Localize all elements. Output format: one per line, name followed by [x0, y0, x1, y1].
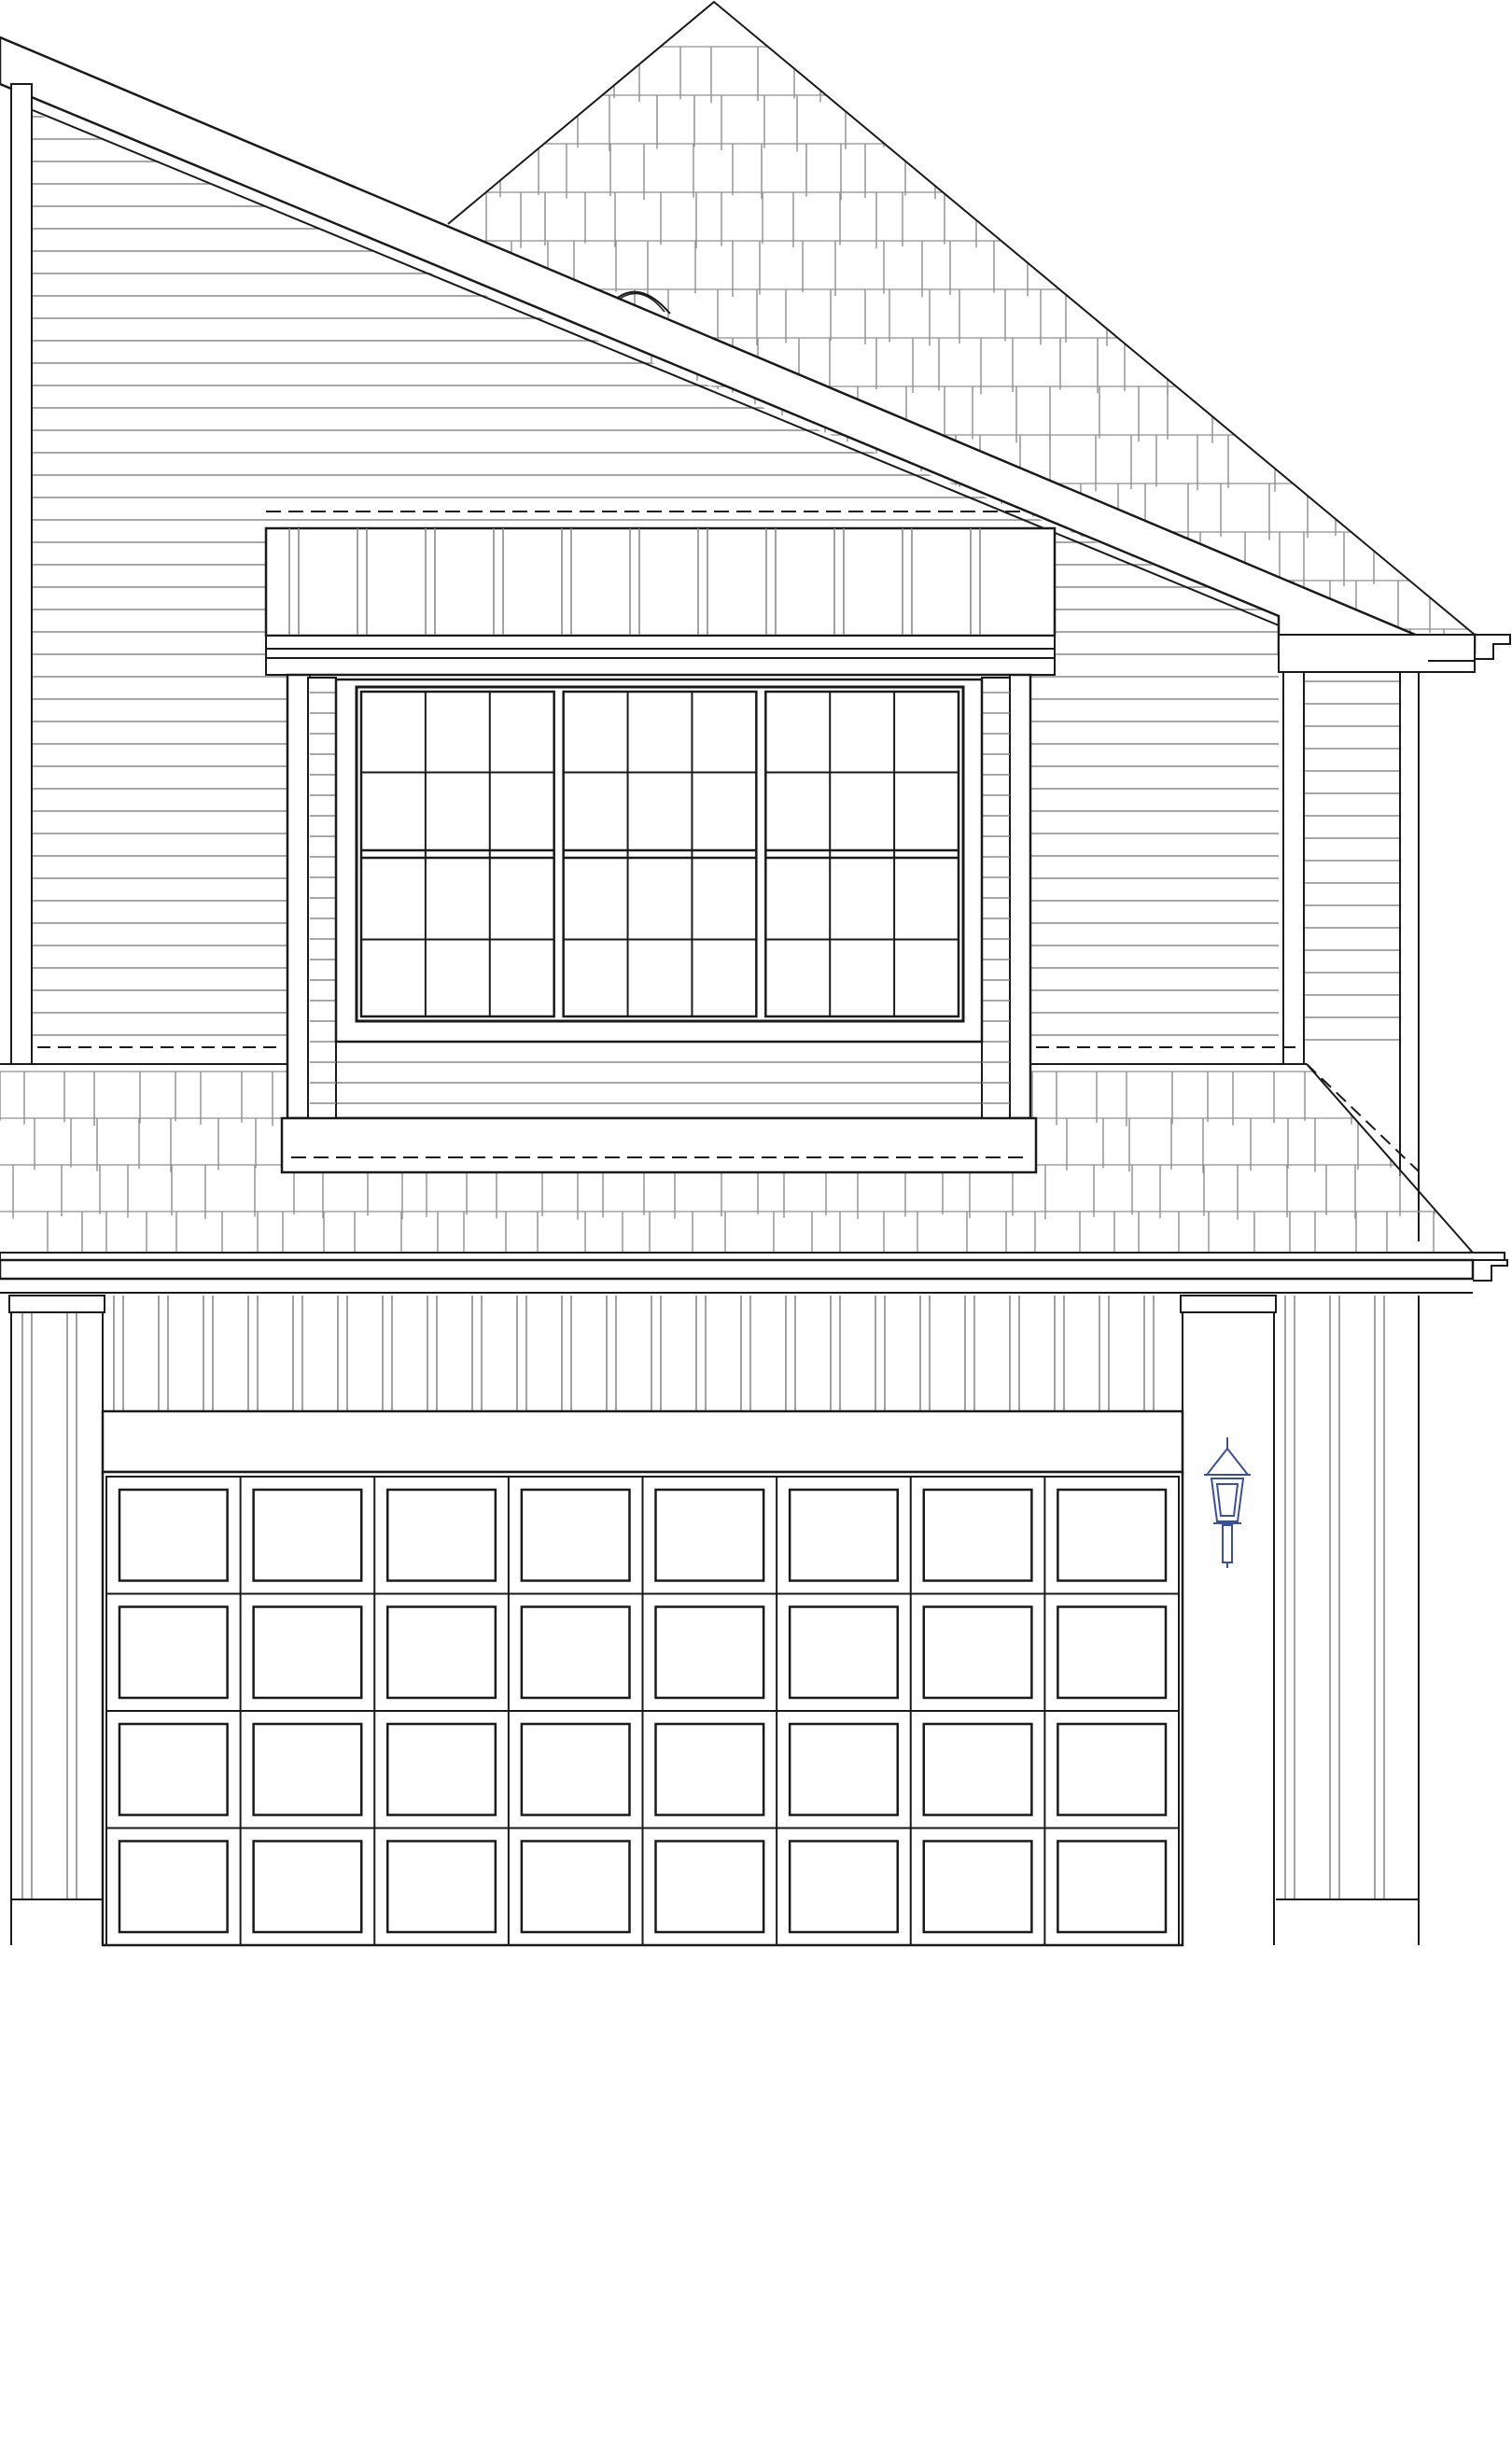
door-panel	[118, 1488, 229, 1582]
door-panel	[252, 1722, 363, 1816]
door-panel	[252, 1488, 363, 1582]
door-panel	[1057, 1722, 1168, 1816]
lantern-glass-inner	[1215, 1483, 1239, 1517]
door-panel	[922, 1488, 1033, 1582]
lantern-glass	[1210, 1478, 1245, 1522]
window-sash	[562, 690, 758, 1018]
door-panel	[252, 1605, 363, 1700]
door-panel	[520, 1488, 631, 1582]
garage-door	[101, 1409, 1184, 1947]
main-roof-fascia	[0, 35, 1511, 673]
door-panel	[922, 1722, 1033, 1816]
door-panel	[788, 1722, 899, 1816]
door-panel	[386, 1488, 497, 1582]
lower-fascia	[0, 1252, 1508, 1294]
door-panel	[520, 1840, 631, 1934]
dormer-sill	[280, 1116, 1038, 1174]
door-panel	[520, 1722, 631, 1816]
garage-header	[101, 1409, 1184, 1474]
left-corner-board	[10, 83, 33, 1065]
window-sash	[764, 690, 960, 1018]
door-panel	[118, 1840, 229, 1934]
door-panel	[922, 1605, 1033, 1700]
gable-roof-edge	[447, 0, 1476, 636]
door-panel	[788, 1488, 899, 1582]
door-panel	[654, 1722, 765, 1816]
door-panel	[788, 1840, 899, 1934]
door-panel	[252, 1840, 363, 1934]
door-panel	[654, 1840, 765, 1934]
window-frame	[355, 685, 965, 1023]
side-wall-siding	[1304, 680, 1400, 1041]
door-panel	[1057, 1840, 1168, 1934]
door-panel	[654, 1605, 765, 1700]
door-panel	[922, 1840, 1033, 1934]
door-panel	[386, 1840, 497, 1934]
garage-board-and-batten	[11, 1296, 1419, 1900]
door-panel	[386, 1605, 497, 1700]
door-panel	[788, 1605, 899, 1700]
door-panel	[118, 1605, 229, 1700]
door-panel	[118, 1722, 229, 1816]
door-panel	[654, 1488, 765, 1582]
wall-lantern-icon	[1204, 1437, 1251, 1568]
door-panel	[1057, 1488, 1168, 1582]
right-corner-trim	[1282, 671, 1420, 1241]
dormer-header-panel	[264, 526, 1057, 638]
door-panel	[520, 1605, 631, 1700]
door-panel	[1057, 1605, 1168, 1700]
window-sash	[359, 690, 555, 1018]
gable-vent-icon	[613, 290, 671, 315]
dormer-window	[334, 678, 984, 1044]
door-panel	[386, 1722, 497, 1816]
dormer-cornice	[265, 635, 1056, 676]
